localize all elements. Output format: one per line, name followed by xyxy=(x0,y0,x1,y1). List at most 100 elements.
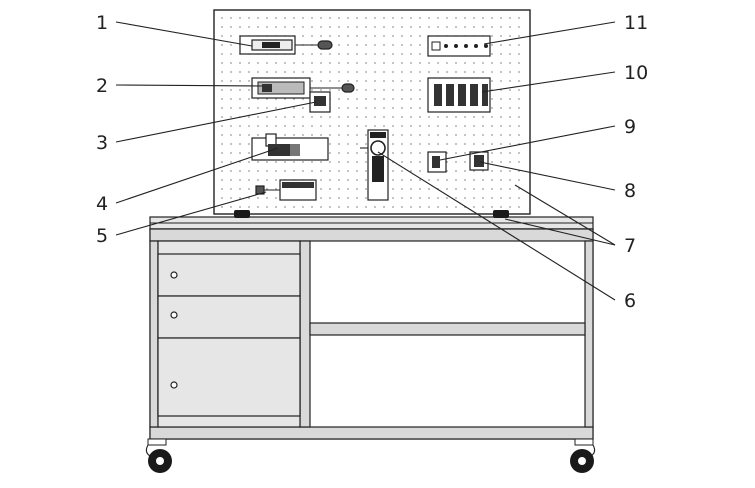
peg-hole xyxy=(284,134,286,136)
peg-hole xyxy=(365,71,367,73)
peg-hole xyxy=(383,53,385,55)
peg-hole xyxy=(509,125,511,127)
peg-hole xyxy=(320,206,322,208)
peg-hole xyxy=(365,161,367,163)
peg-hole xyxy=(491,134,493,136)
peg-hole xyxy=(392,53,394,55)
peg-hole xyxy=(491,44,493,46)
peg-hole xyxy=(338,125,340,127)
peg-hole xyxy=(347,17,349,19)
peg-hole xyxy=(347,98,349,100)
peg-hole xyxy=(329,170,331,172)
peg-hole xyxy=(455,125,457,127)
peg-hole xyxy=(518,107,520,109)
peg-hole xyxy=(221,134,223,136)
peg-hole xyxy=(320,188,322,190)
peg-hole xyxy=(428,134,430,136)
peg-hole xyxy=(509,53,511,55)
peg-hole xyxy=(284,71,286,73)
peg-hole xyxy=(356,35,358,37)
peg-hole xyxy=(257,179,259,181)
peg-hole xyxy=(455,143,457,145)
peg-hole xyxy=(509,89,511,91)
peg-hole xyxy=(518,89,520,91)
peg-hole xyxy=(419,71,421,73)
peg-hole xyxy=(239,134,241,136)
peg-hole xyxy=(428,179,430,181)
peg-hole xyxy=(428,188,430,190)
peg-hole xyxy=(392,98,394,100)
callout-4: 4 xyxy=(96,193,108,215)
peg-hole xyxy=(500,17,502,19)
peg-hole xyxy=(347,44,349,46)
peg-hole xyxy=(266,71,268,73)
peg-hole xyxy=(428,197,430,199)
peg-hole xyxy=(401,179,403,181)
peg-hole xyxy=(293,17,295,19)
peg-hole xyxy=(338,26,340,28)
peg-hole xyxy=(347,161,349,163)
peg-hole xyxy=(410,62,412,64)
component-cylinder-1 xyxy=(239,35,333,55)
peg-hole xyxy=(437,26,439,28)
peg-hole xyxy=(302,125,304,127)
peg-hole xyxy=(221,71,223,73)
peg-hole xyxy=(383,80,385,82)
peg-hole xyxy=(311,26,313,28)
peg-hole xyxy=(401,35,403,37)
peg-hole xyxy=(455,152,457,154)
peg-hole xyxy=(365,188,367,190)
component-filter-regulator-6 xyxy=(360,129,389,201)
peg-hole xyxy=(419,161,421,163)
peg-hole xyxy=(221,188,223,190)
peg-hole xyxy=(482,179,484,181)
peg-hole xyxy=(347,71,349,73)
peg-hole xyxy=(491,35,493,37)
peg-hole xyxy=(464,188,466,190)
peg-hole xyxy=(248,71,250,73)
peg-hole xyxy=(248,98,250,100)
component-terminal-strip-11 xyxy=(427,35,491,57)
peg-hole xyxy=(455,71,457,73)
peg-hole xyxy=(302,71,304,73)
peg-hole xyxy=(257,197,259,199)
peg-hole xyxy=(464,152,466,154)
component-sensor-8 xyxy=(469,151,489,171)
peg-hole xyxy=(284,116,286,118)
peg-hole xyxy=(266,107,268,109)
peg-hole xyxy=(347,107,349,109)
peg-hole xyxy=(401,17,403,19)
peg-hole xyxy=(437,71,439,73)
peg-hole xyxy=(473,179,475,181)
peg-hole xyxy=(365,206,367,208)
peg-hole xyxy=(473,206,475,208)
peg-hole xyxy=(275,179,277,181)
peg-hole xyxy=(410,116,412,118)
peg-hole xyxy=(383,17,385,19)
peg-hole xyxy=(509,206,511,208)
peg-hole xyxy=(320,179,322,181)
peg-hole xyxy=(410,17,412,19)
peg-hole xyxy=(257,125,259,127)
peg-hole xyxy=(383,98,385,100)
peg-hole xyxy=(329,26,331,28)
peg-hole xyxy=(311,35,313,37)
peg-hole xyxy=(500,53,502,55)
peg-hole xyxy=(383,71,385,73)
peg-hole xyxy=(230,62,232,64)
drawer-1 xyxy=(157,253,301,297)
peg-hole xyxy=(437,116,439,118)
peg-hole xyxy=(473,116,475,118)
peg-hole xyxy=(311,17,313,19)
peg-hole xyxy=(293,170,295,172)
peg-hole xyxy=(257,161,259,163)
peg-hole xyxy=(347,143,349,145)
peg-hole xyxy=(518,179,520,181)
peg-hole xyxy=(320,71,322,73)
peg-hole xyxy=(266,116,268,118)
peg-hole xyxy=(365,116,367,118)
peg-hole xyxy=(356,17,358,19)
peg-hole xyxy=(356,116,358,118)
peg-hole xyxy=(446,188,448,190)
peg-hole xyxy=(356,134,358,136)
